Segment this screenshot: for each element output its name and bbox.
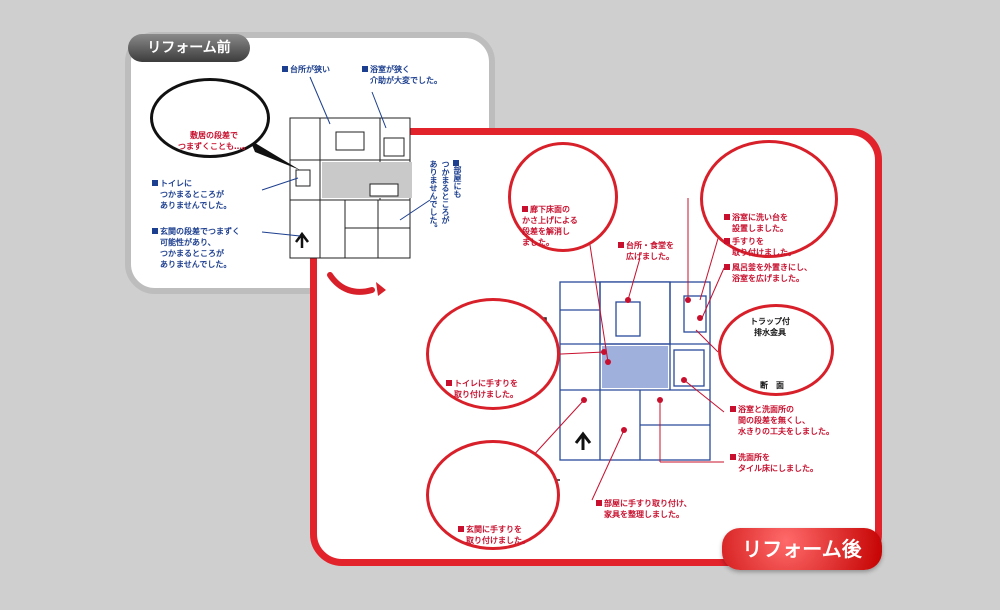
after-note-wash: 洗面所をタイル床にしました。 xyxy=(730,452,818,474)
transition-arrow-icon xyxy=(327,272,375,295)
after-note-threshold: 浴室と洗面所の 間の段差を無くし、 水きりの工夫をしました。 xyxy=(730,404,834,437)
after-note-toilet: トイレに手すりを取り付けました。 xyxy=(446,378,518,400)
before-floor-plan xyxy=(289,117,412,259)
after-entrance-arrow-icon xyxy=(574,431,592,450)
before-threshold-bubble xyxy=(150,78,270,158)
corridor-detail-circle xyxy=(508,142,618,252)
after-note-bath-rail: 手すりを取り付けました。 xyxy=(724,236,796,258)
after-note-tub: 風呂釜を外置きにし、浴室を広げました。 xyxy=(724,262,812,284)
before-note-bath: 浴室が狭く介助が大変でした。 xyxy=(362,64,442,86)
toilet-detail-circle xyxy=(426,298,560,410)
after-note-kitchen: 台所・食堂を広げました。 xyxy=(618,240,674,262)
after-note-room: 部屋に手すり取り付け、家具を整理しました。 xyxy=(596,498,692,520)
bath-detail-circle xyxy=(700,140,838,258)
before-badge: リフォーム前 xyxy=(128,34,250,62)
drain-detail-circle xyxy=(718,304,834,396)
after-badge: リフォーム後 xyxy=(722,528,882,570)
after-note-entrance: 玄関に手すりを取り付けました。 xyxy=(458,524,530,546)
before-note-kitchen: 台所が狭い xyxy=(282,64,330,75)
before-note-room: 部屋にも つかまるところが ありませんでした。 xyxy=(429,160,462,232)
before-bubble-text: 敷居の段差でつまずくことも…。 xyxy=(178,131,250,151)
before-entrance-arrow-icon xyxy=(295,231,309,248)
before-note-entrance: 玄関の段差でつまずく 可能性があり、 つかまるところが ありませんでした。 xyxy=(152,226,240,270)
after-note-bath-sink: 浴室に洗い台を設置しました。 xyxy=(724,212,788,234)
after-floor-plan xyxy=(559,281,711,461)
entrance-detail-circle xyxy=(426,440,560,550)
before-note-toilet: トイレに つかまるところが ありませんでした。 xyxy=(152,178,231,211)
after-note-corridor: 廊下床面の かさ上げによる 段差を解消し ました。 xyxy=(522,205,578,247)
after-note-trap: トラップ付排水金具 xyxy=(750,317,790,337)
after-note-section: 断 面 xyxy=(760,381,784,390)
